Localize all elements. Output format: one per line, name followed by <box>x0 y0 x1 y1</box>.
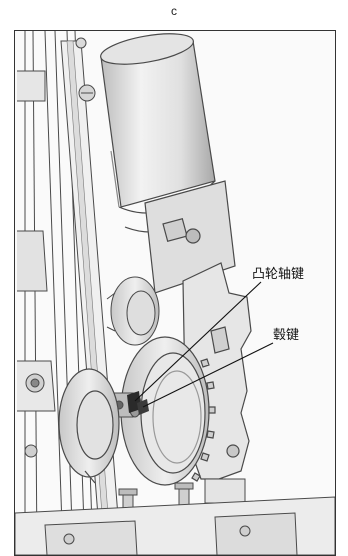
callout-leader-lines <box>134 281 274 408</box>
panel-label: c <box>171 4 177 18</box>
cam-shaft-key-leader <box>134 281 262 402</box>
hub-key-leader <box>142 342 274 408</box>
cam-shaft-key-part <box>127 391 141 413</box>
cam-wheel <box>120 336 216 486</box>
motor-cylinder <box>100 33 218 233</box>
mechanism-drawing <box>15 31 335 555</box>
motor-mount <box>144 180 236 294</box>
hub-key-label: 毂键 <box>273 328 300 343</box>
bottom-bolts <box>118 478 246 516</box>
upper-gear <box>106 276 160 346</box>
top-screws <box>75 37 96 102</box>
mechanism-illustration: 凸轮轴键 毂键 <box>14 30 336 556</box>
base-plate <box>15 496 335 555</box>
lower-pulley <box>58 368 120 484</box>
cam-shaft-key-label: 凸轮轴键 <box>252 267 305 282</box>
